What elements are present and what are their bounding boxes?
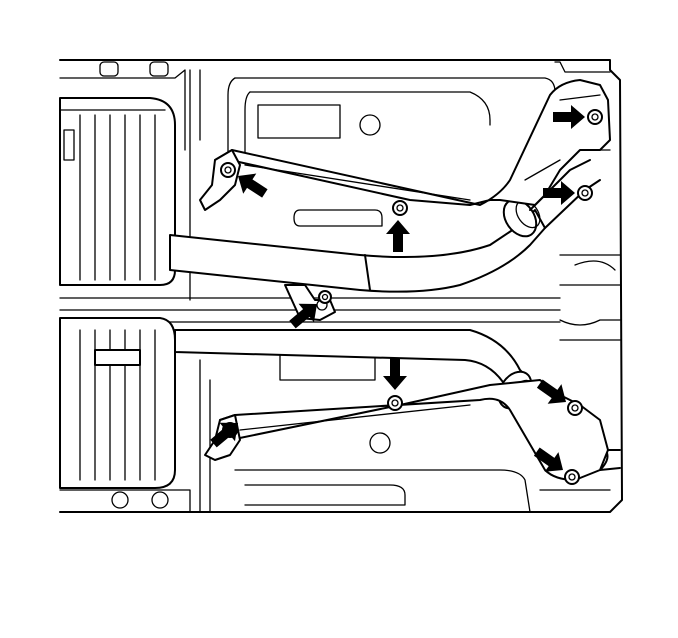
fasteners (220, 109, 603, 485)
arrow-icon (383, 358, 407, 390)
fastener-right-top (587, 109, 603, 125)
lower-muffler (59, 317, 176, 489)
arrow-icon (386, 220, 410, 252)
upper-muffler (59, 97, 176, 286)
fastener-right-lower (567, 400, 583, 416)
fastener-right-upper (577, 185, 593, 201)
fastener-left-upper (220, 162, 236, 178)
fastener-right-bottom (564, 469, 580, 485)
fastener-center-upper (392, 200, 408, 216)
fastener-center-lower (387, 395, 403, 411)
fastener-center-middle (318, 290, 332, 304)
